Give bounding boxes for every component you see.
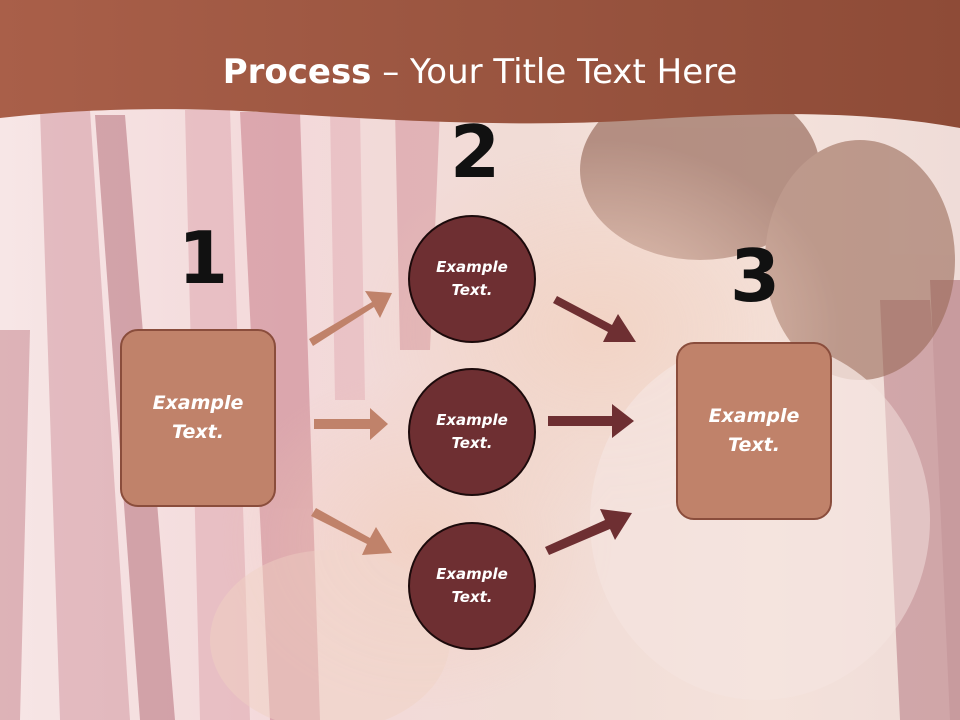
circle-middle-text: Example Text. [436, 411, 508, 452]
title-bold: Process [222, 52, 372, 92]
left-box-text: Example Text. [152, 392, 244, 443]
circle-bottom-text: Example Text. [436, 565, 508, 606]
circle-bottom: Example Text. [408, 522, 536, 650]
step-number-2: 2 [450, 110, 501, 194]
title-rest: – Your Title Text Here [371, 52, 738, 92]
step-number-3: 3 [730, 234, 781, 318]
left-box: Example Text. [120, 329, 276, 507]
slide-title: Process – Your Title Text Here [0, 52, 960, 92]
circle-top: Example Text. [408, 215, 536, 343]
figure-silhouette [210, 80, 955, 720]
right-box: Example Text. [676, 342, 832, 520]
circle-middle: Example Text. [408, 368, 536, 496]
right-box-text: Example Text. [708, 405, 800, 456]
header-band [0, 0, 960, 128]
step-number-1: 1 [178, 216, 229, 300]
circle-top-text: Example Text. [436, 258, 508, 299]
